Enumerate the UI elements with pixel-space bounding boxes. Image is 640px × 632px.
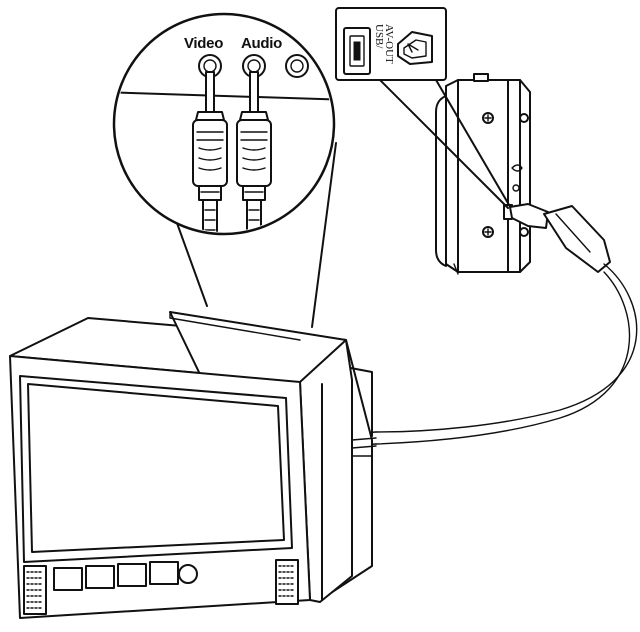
audio-jack-label: Audio <box>241 35 282 52</box>
callout-cone-right <box>311 142 337 328</box>
video-jack-label: Video <box>184 35 223 52</box>
tv-button-2 <box>85 565 115 589</box>
tv-speaker-right <box>275 559 299 605</box>
ferrite-core <box>543 205 611 273</box>
tv-power-knob <box>178 564 198 584</box>
insert-arrow-icon <box>407 43 419 53</box>
television <box>9 311 377 619</box>
port-callout: USB/ AV-OUT <box>335 7 447 81</box>
tv-panel-edge <box>116 91 332 101</box>
extra-jack <box>285 54 309 78</box>
av-out-label: AV-OUT <box>383 24 395 64</box>
camera-screws <box>482 112 529 238</box>
magnifier-callout: Video Audio <box>112 12 337 328</box>
usb-label: USB/ <box>373 24 385 49</box>
tv-control-buttons <box>53 561 198 591</box>
tv-button-3 <box>117 563 147 587</box>
shutter-button <box>473 73 489 82</box>
tv-screen <box>27 383 285 553</box>
tv-button-4 <box>149 561 179 585</box>
av-cable <box>319 203 638 449</box>
tv-button-1 <box>53 567 83 591</box>
camera <box>435 73 531 275</box>
port-callout-line-1 <box>375 75 509 209</box>
tv-speaker-left <box>23 565 47 615</box>
audio-plug <box>236 71 272 232</box>
video-plug <box>192 71 228 232</box>
